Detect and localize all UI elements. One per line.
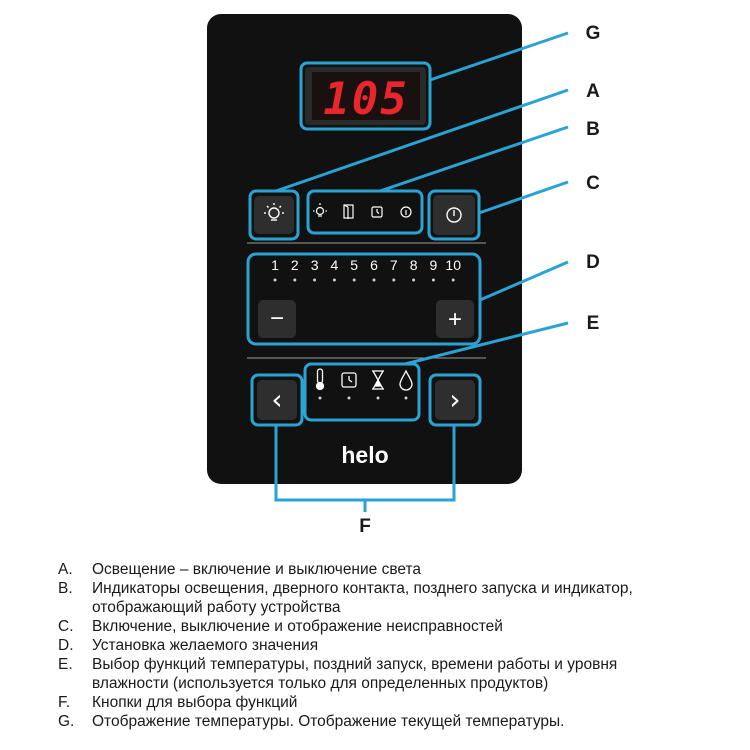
level-dot — [293, 278, 297, 282]
legend-line: Кнопки для выбора функций — [92, 694, 298, 711]
minus-label: − — [270, 305, 284, 332]
level-dot — [431, 278, 435, 282]
level-dot — [451, 278, 455, 282]
leader-line-a — [275, 88, 569, 193]
legend-item: D. Установка желаемого значения — [58, 636, 738, 655]
legend-line: Выбор функций температуры, поздний запус… — [92, 656, 618, 673]
leader-line-g — [429, 31, 569, 82]
level-number: 2 — [291, 257, 299, 273]
callout-letter-a: A — [586, 81, 600, 102]
legend-line: отображающий работу устройства — [92, 599, 341, 616]
legend-text: Индикаторы освещения, дверного контакта,… — [92, 579, 738, 617]
legend-key: F. — [58, 694, 71, 711]
legend-key: B. — [58, 580, 73, 597]
legend-item: A. Освещение – включение и выключение све… — [58, 560, 738, 579]
leader-line-b — [379, 125, 569, 193]
level-dot — [352, 278, 356, 282]
thermometer-icon — [315, 368, 325, 391]
level-dot — [273, 278, 277, 282]
legend-text: Отображение температуры. Отображение тек… — [92, 712, 738, 731]
legend-line: Освещение – включение и выключение света — [92, 561, 422, 578]
left-label: ‹ — [271, 383, 282, 416]
legend-key: G. — [58, 713, 75, 730]
minus-button[interactable] — [258, 300, 296, 338]
level-dot — [412, 278, 416, 282]
legend-key: E. — [58, 656, 73, 673]
legend-line: Индикаторы освещения, дверного контакта,… — [92, 580, 633, 597]
callout-letter-d: D — [586, 252, 600, 273]
clock-icon — [341, 372, 357, 388]
level-dot — [392, 278, 396, 282]
right-button[interactable] — [435, 380, 475, 420]
callout-frame-b — [306, 189, 424, 235]
hourglass-icon — [372, 370, 384, 390]
legend-item: B. Индикаторы освещения, дверного контакт… — [58, 579, 738, 617]
level-number: 9 — [430, 257, 438, 273]
legend-list: A. Освещение – включение и выключение све… — [58, 560, 738, 731]
function-icons — [315, 368, 413, 391]
legend-line: Установка желаемого значения — [92, 637, 319, 654]
legend-line: Включение, выключение и отображение неис… — [92, 618, 503, 635]
callout-frame-c — [427, 189, 481, 241]
legend-item: C. Включение, выключение и отображение не… — [58, 617, 738, 636]
callout-frame-a — [248, 189, 300, 241]
legend-text: Освещение – включение и выключение света — [92, 560, 738, 579]
leader-line-c — [478, 180, 569, 215]
indicator-row — [313, 203, 412, 219]
level-number: 5 — [350, 257, 358, 273]
level-dot — [313, 278, 317, 282]
plus-label: + — [448, 306, 462, 333]
leader-line-e — [404, 321, 569, 366]
temperature-display-screen — [312, 72, 420, 120]
info-circle-icon — [400, 206, 412, 218]
temperature-display-value: 105 — [323, 74, 408, 125]
function-indicator-dots — [318, 396, 408, 400]
legend-item: E. Выбор функций температуры, поздний зап… — [58, 655, 738, 693]
right-label: › — [449, 383, 460, 416]
level-number: 3 — [311, 257, 319, 273]
callout-overlays — [246, 31, 569, 512]
legend-item: F. Кнопки для выбора функций — [58, 693, 738, 712]
legend-text: Выбор функций температуры, поздний запус… — [92, 655, 738, 693]
level-number: 4 — [331, 257, 339, 273]
bulb-indicator-icon — [313, 203, 327, 217]
legend-text: Кнопки для выбора функций — [92, 693, 738, 712]
leader-line-d — [479, 260, 569, 302]
level-number: 10 — [445, 257, 461, 273]
control-panel-body — [207, 14, 522, 484]
level-number: 1 — [271, 257, 279, 273]
level-dot — [332, 278, 336, 282]
legend-text: Включение, выключение и отображение неис… — [92, 617, 738, 636]
drop-icon — [399, 369, 413, 391]
callout-frame-g — [299, 61, 432, 131]
callout-letter-c: C — [586, 173, 600, 194]
callout-letter-f: F — [359, 516, 371, 537]
helo-logo: helo — [341, 442, 388, 468]
callout-letter-g: G — [586, 23, 601, 44]
legend-text: Установка желаемого значения — [92, 636, 738, 655]
legend-line: влажности (используется только для опред… — [92, 675, 549, 692]
bulb-icon — [264, 203, 284, 221]
door-icon — [343, 204, 354, 219]
legend-line: Отображение температуры. Отображение тек… — [92, 713, 565, 730]
level-number: 8 — [410, 257, 418, 273]
legend-key: A. — [58, 561, 73, 578]
control-panel-diagram: 10 5 — [207, 14, 601, 537]
legend-key: D. — [58, 637, 74, 654]
level-dot — [372, 278, 376, 282]
legend-key: C. — [58, 618, 74, 635]
level-number: 7 — [390, 257, 398, 273]
clock-square-icon — [371, 206, 383, 218]
plus-button[interactable] — [436, 300, 474, 338]
level-number: 6 — [370, 257, 378, 273]
callout-letter-b: B — [586, 119, 600, 140]
callout-frame-e — [303, 362, 421, 422]
left-button[interactable] — [257, 380, 297, 420]
power-icon — [446, 207, 462, 223]
callout-letter-e: E — [587, 313, 600, 334]
light-button[interactable] — [254, 196, 294, 234]
legend-item: G. Отображение температуры. Отображение т… — [58, 712, 738, 731]
